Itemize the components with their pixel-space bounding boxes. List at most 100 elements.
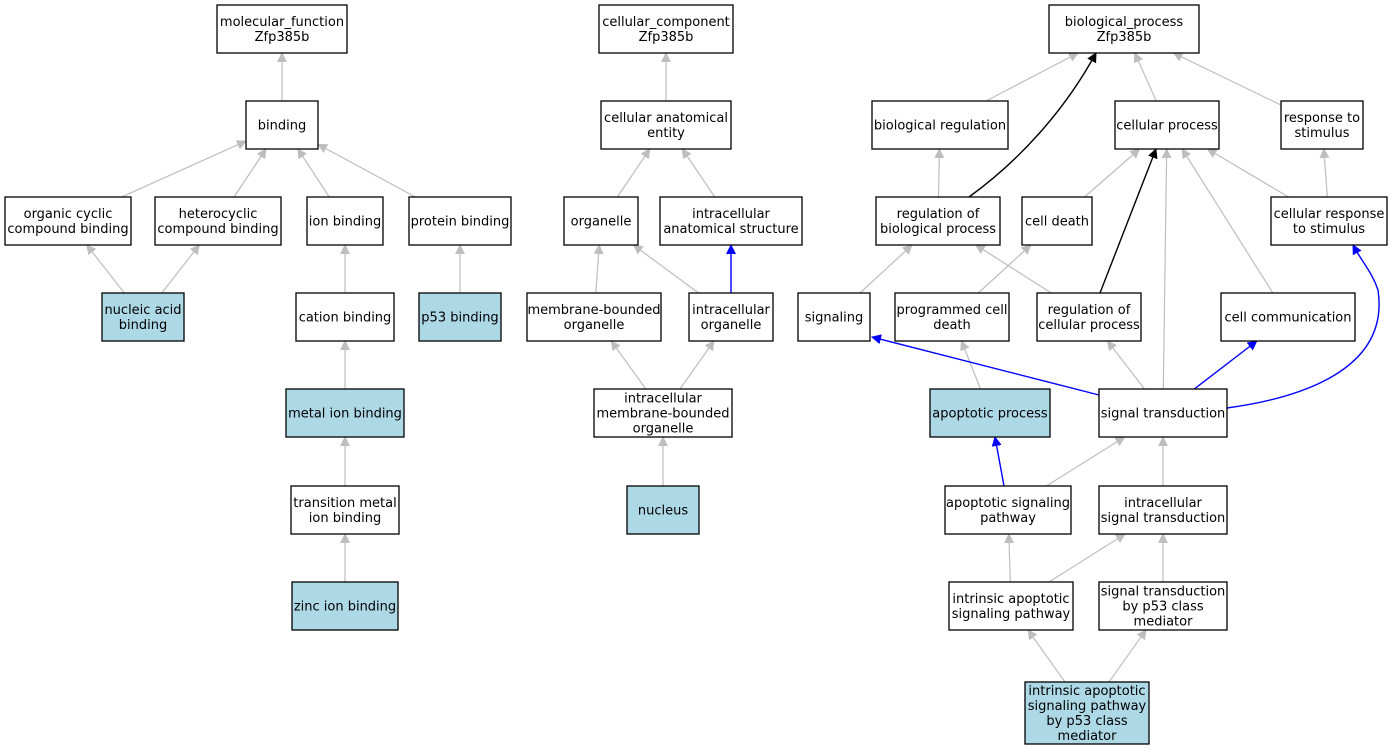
node-box xyxy=(1021,196,1093,246)
node-organelle[interactable]: organelle xyxy=(563,196,639,246)
node-label-line: binding xyxy=(258,119,306,134)
node-cationb[interactable]: cation binding xyxy=(295,292,395,342)
node-box xyxy=(1036,292,1142,342)
node-protb[interactable]: protein binding xyxy=(408,196,512,246)
edge-sigtrans-to-cellcomm xyxy=(1193,340,1258,390)
node-label-line: apoptotic process xyxy=(932,407,1048,422)
node-box xyxy=(1098,388,1228,438)
edge-resp-to-bp xyxy=(1172,52,1282,106)
node-box xyxy=(688,292,774,342)
node-label-line: intrinsic apoptotic xyxy=(952,592,1069,607)
node-nucleus[interactable]: nucleus xyxy=(626,485,700,535)
node-label-line: molecular_function xyxy=(220,15,344,30)
node-label-line: biological regulation xyxy=(874,119,1006,134)
node-box xyxy=(1280,100,1364,150)
node-label-line: ion binding xyxy=(309,215,381,230)
node-bioreg[interactable]: biological regulation xyxy=(871,100,1009,150)
node-label-line: signaling pathway xyxy=(952,607,1071,622)
node-label-line: Zfp385b xyxy=(639,30,694,45)
node-box xyxy=(4,196,132,246)
node-ionb[interactable]: ion binding xyxy=(306,196,384,246)
node-celldeath[interactable]: cell death xyxy=(1021,196,1093,246)
edge-hcb-to-binding xyxy=(233,148,267,198)
edge-organelle-to-cae xyxy=(616,148,651,198)
node-label-line: biological_process xyxy=(1065,15,1184,30)
node-box xyxy=(290,485,400,535)
node-box xyxy=(929,388,1051,438)
edge-iasp-to-asp xyxy=(1004,533,1015,583)
node-label-line: cell communication xyxy=(1224,311,1351,326)
node-apop[interactable]: apoptotic process xyxy=(929,388,1051,438)
node-box xyxy=(948,581,1074,631)
node-box xyxy=(418,292,502,342)
node-label-line: organelle xyxy=(633,422,694,437)
edge-cellcomm-to-cellproc xyxy=(1181,148,1274,294)
node-metalb[interactable]: metal ion binding xyxy=(285,388,405,438)
node-label-line: by p53 class xyxy=(1122,600,1204,615)
node-box xyxy=(216,4,348,54)
node-label-line: compound binding xyxy=(7,222,128,237)
node-label-line: intracellular xyxy=(692,207,770,222)
node-label-line: apoptotic signaling xyxy=(946,496,1070,511)
edge-imbo-to-io xyxy=(679,340,715,390)
node-signaling[interactable]: signaling xyxy=(797,292,871,342)
edge-cellresp-to-cellproc xyxy=(1206,148,1289,198)
node-box xyxy=(1098,485,1228,535)
node-p53b[interactable]: p53 binding xyxy=(418,292,502,342)
node-label-line: Zfp385b xyxy=(1097,30,1152,45)
edge-ionb-to-binding xyxy=(297,148,330,198)
node-label-line: response to xyxy=(1284,111,1360,126)
edge-sigtrans-to-regcp xyxy=(1106,340,1145,390)
edge-nab-to-ocb xyxy=(86,244,125,294)
edge-mbo-to-organelle xyxy=(593,244,604,294)
node-label-line: metal ion binding xyxy=(288,407,402,422)
node-label-line: anatomical structure xyxy=(663,222,798,237)
node-label-line: organelle xyxy=(571,215,632,230)
edge-regbp-to-bp xyxy=(968,52,1097,198)
edge-cellresp-to-resp xyxy=(1319,148,1330,198)
node-label-line: intracellular xyxy=(624,392,702,407)
node-label-line: intrinsic apoptotic xyxy=(1028,684,1145,699)
node-label-line: stimulus xyxy=(1294,126,1349,141)
node-cellcomm[interactable]: cell communication xyxy=(1220,292,1356,342)
edge-iaspp53-to-stp53 xyxy=(1108,629,1147,683)
node-box xyxy=(1048,4,1200,54)
node-label-line: protein binding xyxy=(411,215,510,230)
edge-bioreg-to-bp xyxy=(985,52,1079,102)
node-binding[interactable]: binding xyxy=(245,100,319,150)
edge-sigtrans-to-cellresp xyxy=(1226,244,1380,409)
node-label-line: cellular response xyxy=(1274,207,1385,222)
node-box xyxy=(871,100,1009,150)
node-sigtrans[interactable]: signal transduction xyxy=(1098,388,1228,438)
node-zinc[interactable]: zinc ion binding xyxy=(291,581,399,631)
node-label-line: organelle xyxy=(564,318,625,333)
edge-sigtrans-to-cellproc xyxy=(1161,148,1172,390)
edge-ocb-to-binding xyxy=(121,140,247,198)
node-cellproc[interactable]: cellular process xyxy=(1114,100,1220,150)
node-box xyxy=(285,388,405,438)
node-label-line: pathway xyxy=(980,511,1036,526)
edge-regbp-to-bioreg xyxy=(934,148,945,198)
